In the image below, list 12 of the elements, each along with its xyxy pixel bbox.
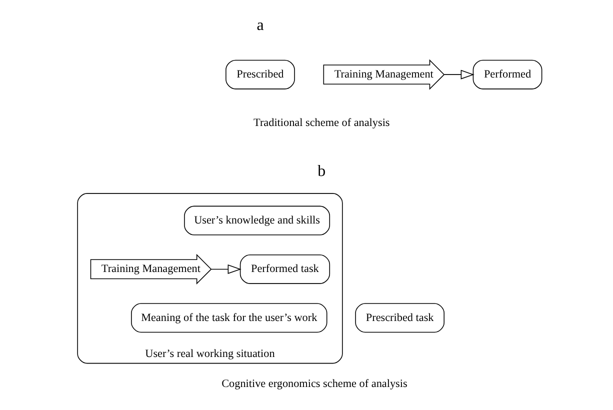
arrow (444, 70, 474, 80)
node-box: Meaning of the task for the user’s work (131, 303, 328, 333)
label: a (256, 16, 264, 34)
label: b (318, 162, 326, 180)
node-box: Prescribed (226, 60, 295, 90)
node-box: Performed task (240, 254, 330, 284)
node-box: Prescribed task (355, 303, 444, 333)
node-box: Performed (472, 60, 542, 90)
label: Traditional scheme of analysis (254, 117, 390, 130)
arrow (211, 264, 242, 274)
label: Cognitive ergonomics scheme of analysis (222, 378, 408, 390)
node-box: User’s knowledge and skills (184, 206, 330, 236)
